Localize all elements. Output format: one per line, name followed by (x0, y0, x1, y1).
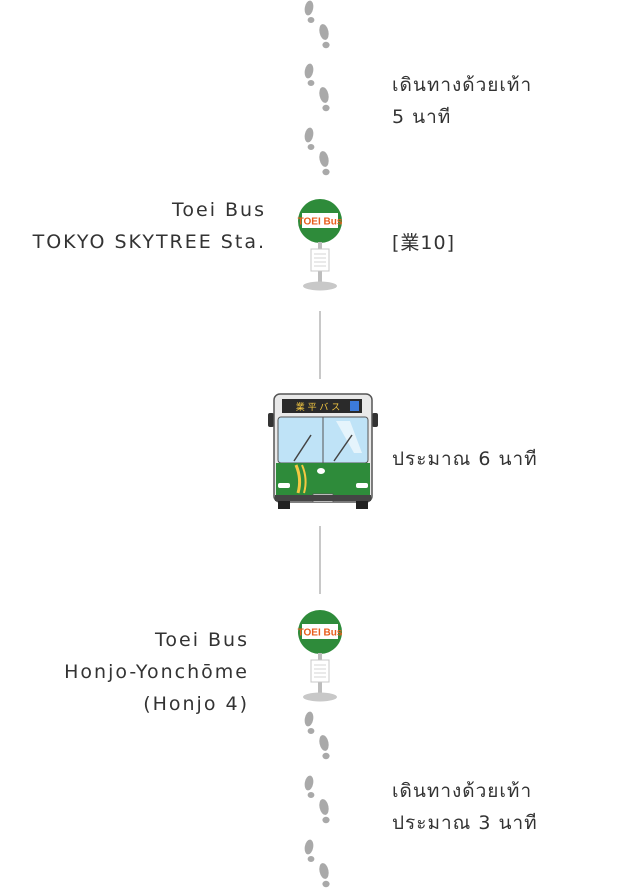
bus-stop-alt-name: (Honjo 4) (143, 693, 249, 715)
bus-stop-name: Honjo-Yonchōme (64, 661, 249, 683)
bus-stop-sign-text: TOEI Bus (298, 217, 343, 228)
footprints-icon (303, 63, 331, 112)
bus-route-number: [業10] (392, 232, 456, 254)
bus-icon: 業 平 バ ス (268, 393, 378, 509)
bus-operator: Toei Bus (155, 629, 249, 651)
route-line (319, 526, 321, 594)
walk-time: 5 นาที (392, 106, 452, 128)
ride-duration: ประมาณ 6 นาที (392, 448, 538, 470)
route-line (319, 311, 321, 379)
bus-stop-name: TOKYO SKYTREE Sta. (32, 231, 266, 253)
walk-time: ประมาณ 3 นาที (392, 812, 538, 834)
bus-operator: Toei Bus (172, 199, 266, 221)
bus-stop-sign-icon: TOEI Bus (298, 199, 343, 291)
bus-destination-sign: 業 平 バ ス (296, 401, 341, 413)
walk-label: เดินทางด้วยเท้า (392, 780, 533, 802)
walk-duration-2: เดินทางด้วยเท้า ประมาณ 3 นาที (392, 775, 538, 839)
bus-stop-sign-icon: TOEI Bus (298, 610, 343, 702)
footprints-icon (303, 839, 331, 888)
footprints-icon (303, 775, 331, 824)
walk-label: เดินทางด้วยเท้า (392, 74, 533, 96)
footprints-icon (303, 711, 331, 760)
footprints-icon (303, 127, 331, 176)
walk-duration-1: เดินทางด้วยเท้า 5 นาที (392, 69, 532, 133)
bus-stop-label-2: Toei Bus Honjo-Yonchōme (Honjo 4) (64, 624, 249, 720)
footprints-icon (303, 0, 331, 49)
bus-stop-sign-text: TOEI Bus (298, 628, 343, 639)
bus-stop-label-1: Toei Bus TOKYO SKYTREE Sta. (33, 194, 266, 258)
